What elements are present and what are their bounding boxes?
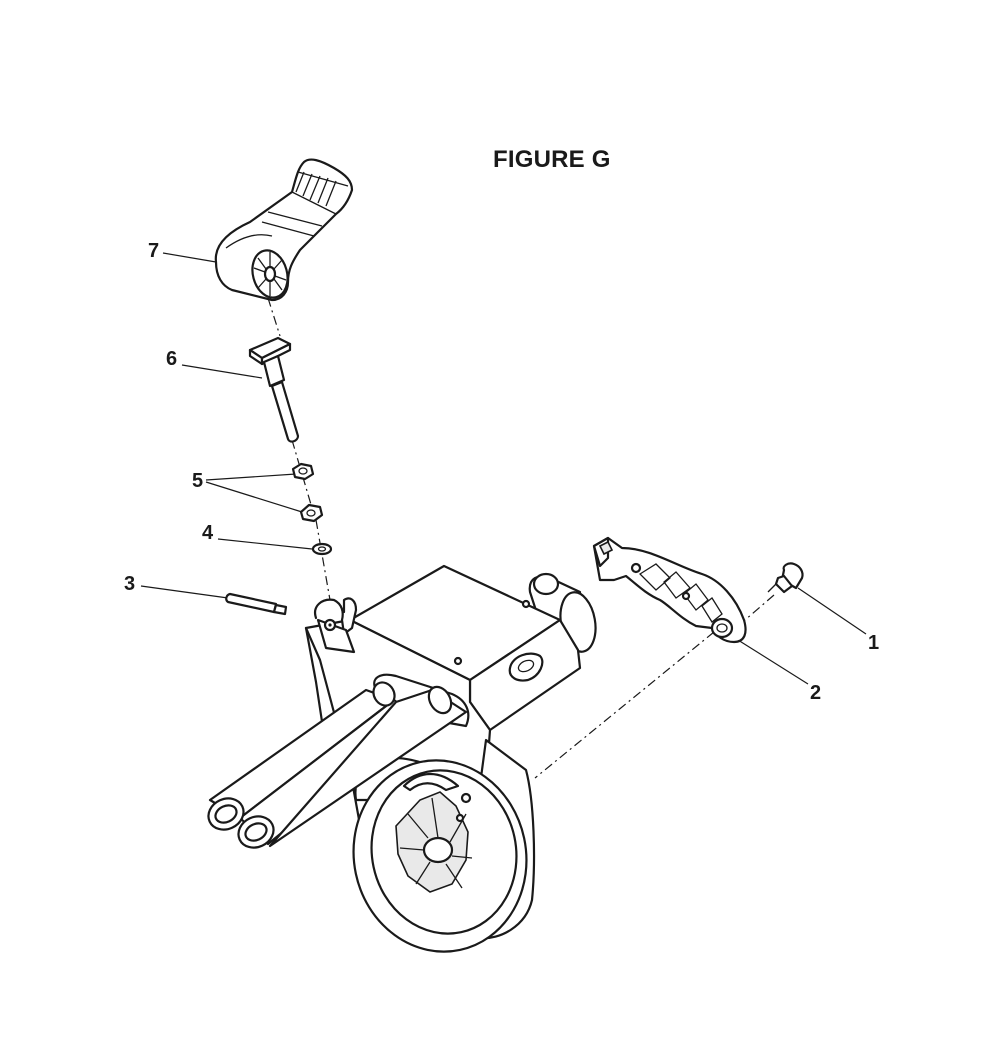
leader-lines [140, 252, 867, 685]
callout-4: 4 [202, 522, 214, 544]
callout-6: 6 [166, 348, 178, 370]
callout-7: 7 [148, 240, 160, 262]
part-3-pivot-pin [225, 592, 288, 616]
part-1-screw [767, 562, 804, 594]
part-7-release-pedal [214, 158, 354, 302]
part-6-pin [248, 336, 300, 443]
callout-3: 3 [124, 573, 136, 595]
part-2-actuator-arm [592, 536, 747, 644]
callout-5: 5 [192, 470, 204, 492]
figure-title: FIGURE G [493, 146, 611, 173]
main-housing [207, 564, 597, 953]
assembly-axis-lines [267, 297, 775, 779]
callout-1: 1 [868, 632, 880, 654]
part-4-washer [311, 542, 333, 556]
callout-2: 2 [810, 682, 822, 704]
part-5-hex-nuts [291, 462, 324, 523]
